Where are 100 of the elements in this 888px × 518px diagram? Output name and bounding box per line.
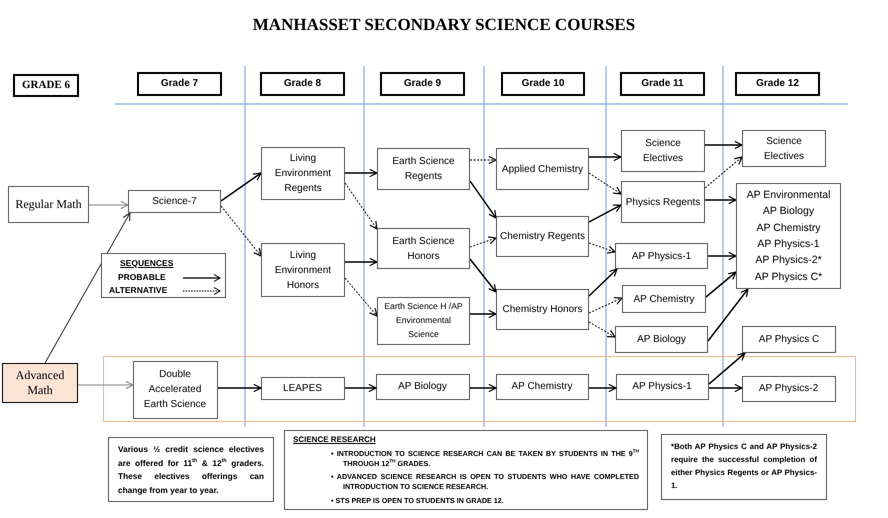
- grade-label: Grade 10: [522, 76, 564, 91]
- course-box: [621, 181, 705, 223]
- grade-label: Grade 9: [404, 76, 442, 91]
- arrow: [709, 384, 743, 392]
- legend-label: ALTERNATIVE: [109, 285, 168, 295]
- arrow: [705, 196, 737, 204]
- course-box: [496, 374, 588, 400]
- arrow: [220, 206, 262, 257]
- track-label: Advanced Math: [14, 368, 66, 398]
- course-name: AP Biology: [762, 204, 814, 220]
- math-track-box: [2, 363, 78, 403]
- course-name: Earth Science H /AP Environmental Science: [383, 300, 464, 341]
- course-box: [128, 190, 221, 213]
- arrow: [589, 152, 622, 162]
- arrow: [708, 252, 737, 260]
- arrow: [470, 310, 497, 318]
- course-box: [496, 148, 589, 190]
- arrow: [88, 200, 129, 210]
- section-heading: SCIENCE RESEARCH: [293, 435, 377, 446]
- note-box: [284, 430, 648, 510]
- arrow: [588, 322, 616, 338]
- track-band: [103, 356, 856, 422]
- course-name: AP Biology: [398, 380, 447, 394]
- course-name: Chemistry Regents: [500, 230, 586, 244]
- course-name: AP Physics-2: [758, 382, 818, 396]
- course-name: AP Physics-1: [757, 237, 820, 252]
- course-box: [742, 130, 826, 167]
- course-box: [622, 285, 706, 313]
- legend-title: SEQUENCES: [120, 258, 174, 268]
- arrow: [705, 140, 743, 150]
- course-name: AP Chemistry: [634, 292, 694, 306]
- course-box: [377, 148, 470, 190]
- course-box: [377, 297, 470, 345]
- course-box: [376, 374, 470, 400]
- course-name: AP Chemistry: [756, 220, 820, 236]
- grade-header-box: [735, 72, 820, 96]
- arrow: [470, 236, 497, 248]
- course-box: [736, 183, 841, 289]
- arrow: [345, 384, 377, 392]
- course-name: AP Physics-2*: [755, 253, 822, 268]
- arrow: [588, 204, 622, 223]
- grade-header-box: [380, 72, 465, 96]
- course-name: Science-7: [152, 195, 197, 209]
- course-box: [615, 243, 708, 269]
- course-name: Living Environment Regents: [274, 152, 332, 196]
- arrow: [706, 271, 737, 298]
- arrow: [469, 180, 497, 219]
- arrow: [344, 278, 378, 317]
- grade-header-box: [620, 72, 705, 96]
- course-box: [132, 360, 218, 418]
- course-box: [616, 374, 708, 400]
- arrow: [704, 156, 743, 188]
- grade-header-box: [13, 74, 79, 97]
- legend-label: PROBABLE: [118, 272, 166, 282]
- math-track-box: [8, 186, 89, 223]
- course-box: [496, 216, 589, 257]
- course-name: Living Environment Honors: [274, 248, 332, 292]
- course-box: [261, 147, 345, 200]
- arrow: [344, 182, 378, 230]
- course-name: AP Physics-1: [632, 380, 692, 394]
- arrow: [345, 168, 378, 178]
- note-box: [661, 434, 827, 500]
- course-box: [742, 376, 836, 402]
- arrow: [588, 297, 623, 314]
- track-label: Regular Math: [15, 197, 82, 212]
- course-name: AP Physics-1: [632, 250, 692, 264]
- course-box: [621, 130, 705, 172]
- arrow: [469, 258, 497, 293]
- arrow: [470, 156, 497, 164]
- arrow: [589, 384, 617, 392]
- course-name: Science Electives: [642, 137, 684, 166]
- grade-label: GRADE 6: [22, 78, 70, 93]
- course-box: [260, 376, 344, 400]
- arrow: [345, 258, 378, 266]
- arrow: [220, 172, 262, 202]
- course-box: [742, 326, 836, 353]
- course-box: [496, 289, 589, 330]
- grade-label: Grade 8: [284, 76, 322, 91]
- course-name: Applied Chemistry: [502, 162, 584, 176]
- arrow: [588, 172, 622, 195]
- course-name: AP Physics C*: [754, 270, 822, 285]
- course-name: Earth Science Regents: [391, 155, 456, 184]
- arrow: [78, 380, 134, 390]
- grade-label: Grade 11: [641, 76, 684, 91]
- course-name: Chemistry Honors: [502, 303, 583, 317]
- arrow: [707, 288, 749, 342]
- grade-header-box: [501, 72, 585, 96]
- note-text: Various ½ credit science electives are offered for 11$^{th}$ & 12$^{th}$ graders. These electives offerings can change from year to year.: [118, 443, 264, 498]
- arrow: [218, 384, 262, 392]
- arrow: [470, 384, 497, 392]
- course-box: [261, 243, 345, 297]
- arrow: [588, 242, 616, 254]
- course-name: AP Environmental: [746, 188, 830, 204]
- arrow: [708, 352, 746, 385]
- course-name: Science Electives: [762, 134, 805, 164]
- course-name: Double Accelerated Earth Science: [142, 368, 208, 412]
- course-name: AP Chemistry: [512, 380, 572, 394]
- diagram-title: MANHASSET SECONDARY SCIENCE COURSES: [252, 15, 636, 35]
- arrow: [44, 212, 131, 364]
- grade-label: Grade 12: [756, 76, 799, 91]
